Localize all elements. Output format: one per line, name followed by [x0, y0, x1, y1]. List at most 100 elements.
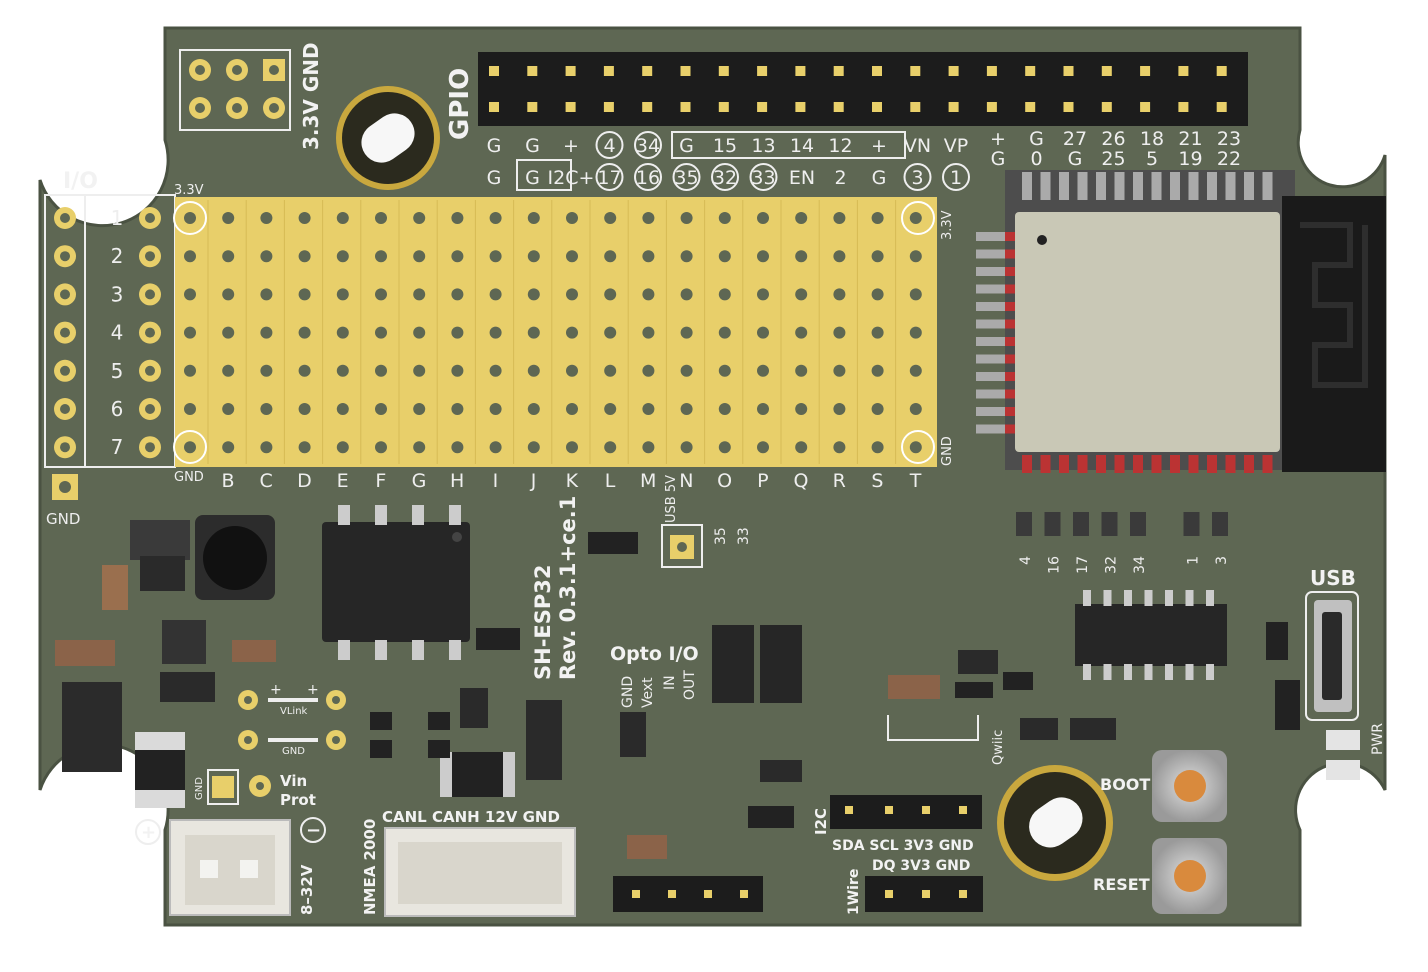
label-voltage: 8–32V — [298, 864, 316, 915]
label-io: I/O — [63, 169, 98, 194]
label-power-plus: + — [141, 822, 156, 843]
gpio-bottom-label-9: 2 — [834, 167, 846, 189]
led-label: 1 — [1186, 556, 1202, 565]
board-title: SH-ESP32 — [531, 565, 555, 681]
led-label: 3 — [1214, 556, 1230, 565]
gpio-bottom-label-3: 17 — [597, 167, 621, 189]
label-prot: Prot — [280, 791, 316, 809]
gpio-top-label-9: 12 — [828, 135, 852, 157]
label-nmea: NMEA 2000 — [361, 819, 379, 915]
label-plus-b: + — [307, 682, 319, 698]
proto-col-label: O — [717, 470, 732, 492]
gpio-right-top-label-3: 26 — [1101, 128, 1125, 150]
proto-col-label: R — [833, 470, 846, 492]
gpio-right-top-label-1: G — [1029, 128, 1044, 150]
esp32-module — [976, 170, 1386, 473]
label-gpio: GPIO — [445, 68, 475, 140]
proto-col-label: H — [450, 470, 464, 492]
proto-col-label: T — [909, 470, 922, 492]
power-header-2x3 — [179, 49, 291, 131]
nmea-connector — [384, 827, 576, 917]
mounting-hole-top — [336, 86, 440, 190]
gpio-right-top-label-4: 18 — [1140, 128, 1164, 150]
gpio-top-label-7: 13 — [751, 135, 775, 157]
gpio-bottom-label-1: G — [525, 167, 540, 189]
gpio-bottom-label-7: 33 — [751, 167, 775, 189]
io-row-label: 1 — [111, 206, 124, 230]
diode — [588, 532, 638, 554]
led-label: 32 — [1104, 556, 1120, 574]
gpio-right-top-label-5: 21 — [1178, 128, 1202, 150]
proto-col-label: E — [337, 470, 349, 492]
gpio-right-bottom-label-0: G — [991, 148, 1006, 170]
gpio-bottom-label-12: 1 — [950, 167, 962, 189]
reset-button[interactable] — [1152, 838, 1227, 914]
proto-col-label: F — [375, 470, 386, 492]
gpio-bottom-label-4: 16 — [636, 167, 660, 189]
gpio-top-label-11: VN — [904, 135, 931, 157]
label-opto-out: OUT — [682, 670, 698, 700]
shift-register-ic — [1075, 590, 1227, 680]
i2c-box-outline — [516, 159, 572, 191]
proto-col-label: K — [566, 470, 579, 492]
power-connector — [169, 819, 291, 916]
label-opto: Opto I/O — [610, 643, 699, 665]
proto-col-label: S — [871, 470, 883, 492]
label-3v3-left: 3.3V — [174, 183, 204, 198]
label-3v3-right: 3.3V — [940, 210, 955, 240]
label-opto-gnd: GND — [620, 676, 636, 708]
led-label: 16 — [1047, 556, 1063, 574]
label-gnd-link: GND — [282, 746, 305, 757]
boot-button[interactable] — [1152, 750, 1227, 822]
label-i2c: I2C — [812, 808, 830, 835]
label-opto-vext: Vext — [640, 677, 656, 708]
proto-area — [175, 197, 937, 467]
proto-col-label: P — [757, 470, 768, 492]
gpio-top-label-6: 15 — [713, 135, 737, 157]
io-row-label: 3 — [111, 282, 124, 306]
gpio-right-top-label-0: + — [990, 128, 1006, 150]
mounting-hole-bottom — [997, 765, 1113, 881]
gpio-bottom-label-8: EN — [789, 167, 815, 189]
label-onewire-pins: DQ 3V3 GND — [872, 858, 970, 874]
gpio-top-label-10: + — [871, 135, 887, 157]
pwr-led — [1326, 730, 1360, 750]
label-gnd-io: GND — [46, 510, 80, 528]
led-label: 17 — [1075, 556, 1091, 574]
proto-col-label: I — [493, 470, 499, 492]
gpio-top-label-8: 14 — [790, 135, 814, 157]
label-boot: BOOT — [1100, 775, 1150, 794]
led-label: 34 — [1132, 556, 1148, 574]
status-led — [1326, 760, 1360, 780]
gpio-bottom-label-0: G — [487, 167, 502, 189]
gpio-bottom-label-5: 35 — [674, 167, 698, 189]
gpio-right-bottom-label-1: 0 — [1030, 148, 1042, 170]
led-label: 4 — [1018, 556, 1034, 565]
gpio-top-label-3: 4 — [603, 135, 615, 157]
proto-col-label: N — [679, 470, 693, 492]
gpio-leds: 4 16 17 32 34 1 3 — [1016, 512, 1230, 574]
gpio-right-bottom-label-5: 19 — [1178, 148, 1202, 170]
label-pin35: 35 — [713, 527, 729, 545]
gpio-right-top-label-2: 27 — [1063, 128, 1087, 150]
vlink-jumpers — [238, 690, 346, 750]
gpio-top-label-12: VP — [944, 135, 968, 157]
gpio-bottom-label-6: 32 — [713, 167, 737, 189]
io-row-label: 4 — [111, 321, 124, 345]
gpio-top-label-2: + — [563, 135, 579, 157]
label-power-minus: − — [306, 820, 321, 841]
label-opto-in: IN — [662, 675, 678, 690]
io-row-label: 7 — [111, 435, 124, 459]
usb-connector — [1305, 591, 1359, 721]
gpio-bottom-label-10: G — [872, 167, 887, 189]
proto-holes — [173, 200, 935, 464]
io-row-label: 2 — [111, 244, 124, 268]
label-reset[interactable]: RESET — [1093, 875, 1150, 894]
gpio-top-label-0: G — [487, 135, 502, 157]
